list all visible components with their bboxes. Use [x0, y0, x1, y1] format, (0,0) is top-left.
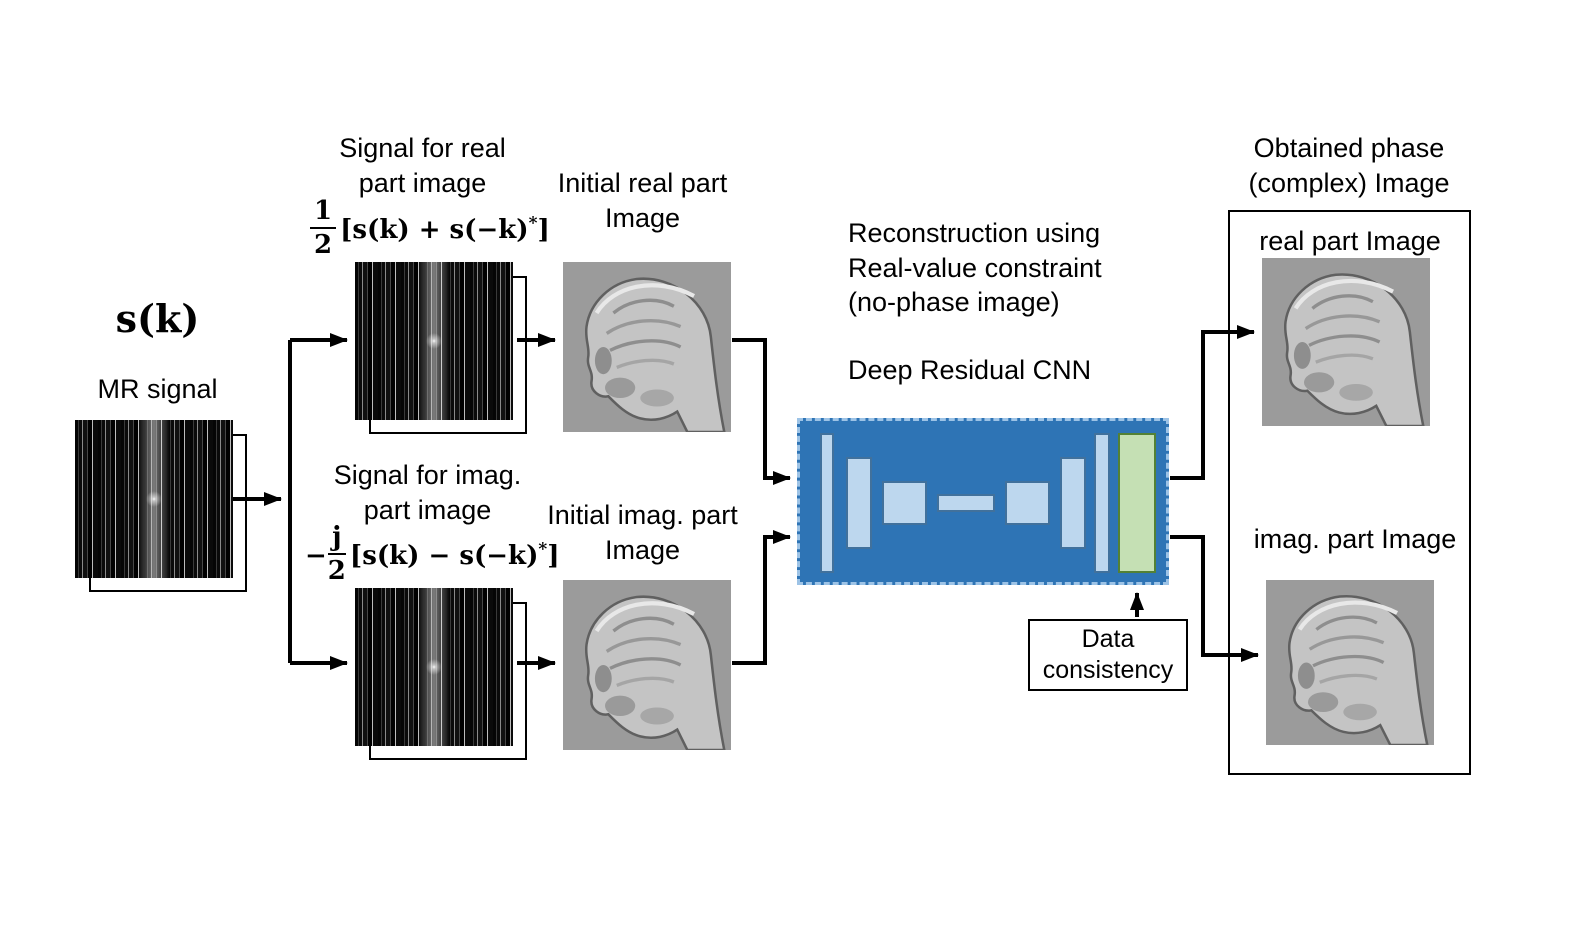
initial-imag-image — [563, 580, 731, 750]
cnn-block — [797, 418, 1169, 585]
initial-imag-label-line2: Image — [604, 534, 681, 565]
arrow-initial-real-to-cnn — [732, 338, 791, 485]
fraction-numerator: j — [327, 524, 346, 555]
cnn-layer-4 — [1005, 481, 1050, 525]
initial-real-label-line2: Image — [604, 202, 681, 233]
cnn-data-consistency-layer — [1118, 433, 1156, 573]
initial-real-label-line1: Initial real part — [557, 168, 728, 198]
real-kspace-image — [355, 262, 513, 420]
initial-real-label: Initial real part Image — [545, 166, 740, 235]
output-title-line1: Obtained phase — [1253, 133, 1445, 163]
cnn-bottleneck-connector — [937, 494, 995, 512]
fraction-denominator: 2 — [327, 556, 346, 586]
real-branch-label: Signal for real part image — [320, 131, 525, 200]
formula-conjugate: * — [538, 538, 548, 559]
formula-body: [s(k) − s(−k) — [349, 541, 539, 571]
output-title: Obtained phase (complex) Image — [1214, 131, 1484, 200]
cnn-layer-6 — [1094, 433, 1110, 573]
real-kspace-stack — [355, 262, 527, 434]
formula-close: ] — [537, 215, 550, 245]
real-branch-label-line2: part image — [358, 167, 487, 198]
initial-imag-label-line1: Initial imag. part — [547, 500, 738, 530]
reconstruction-text: Reconstruction using Real-value constrai… — [848, 216, 1158, 320]
imag-branch-label-line2: part image — [363, 494, 492, 525]
formula-conjugate: * — [528, 212, 538, 233]
mr-signal-math-label: s(k) — [115, 296, 200, 341]
mr-signal-label: MR signal — [97, 374, 218, 404]
cnn-layer-2 — [846, 457, 872, 549]
imag-branch-label: Signal for imag. part image — [320, 458, 535, 527]
mr-signal-kspace-stack — [75, 420, 247, 592]
output-imag-label: imag. part Image — [1253, 524, 1457, 554]
data-consistency-box: Data consistency — [1028, 619, 1188, 691]
fraction-numerator: 1 — [310, 198, 337, 229]
imag-kspace-stack — [355, 588, 527, 760]
reconstruction-text-line3: (no-phase image) — [848, 287, 1060, 318]
cnn-layer-5 — [1060, 457, 1086, 549]
cnn-title: Deep Residual CNN — [848, 355, 1092, 385]
output-real-label: real part Image — [1259, 226, 1441, 256]
fraction-denominator: 2 — [314, 230, 333, 260]
reconstruction-text-line1: Reconstruction using — [848, 218, 1101, 248]
cnn-layer-3 — [882, 481, 927, 525]
reconstruction-text-line2: Real-value constraint — [848, 252, 1102, 283]
initial-real-image — [563, 262, 731, 432]
data-consistency-line2: consistency — [1042, 656, 1174, 684]
cnn-layer-1 — [820, 433, 834, 573]
mr-signal-kspace-image — [75, 420, 233, 578]
output-title-line2: (complex) Image — [1248, 167, 1450, 198]
output-real-image — [1262, 258, 1430, 426]
data-consistency-line1: Data — [1081, 624, 1135, 653]
real-branch-label-line1: Signal for real — [339, 133, 506, 163]
formula-minus-sign: − — [305, 541, 327, 571]
initial-imag-label: Initial imag. part Image — [545, 498, 740, 567]
output-imag-image — [1266, 580, 1434, 745]
arrow-initial-imag-to-cnn — [732, 530, 791, 665]
formula-body: [s(k) + s(−k) — [340, 215, 529, 245]
imag-kspace-image — [355, 588, 513, 746]
formula-close: ] — [547, 541, 560, 571]
imag-branch-label-line1: Signal for imag. — [333, 460, 522, 490]
